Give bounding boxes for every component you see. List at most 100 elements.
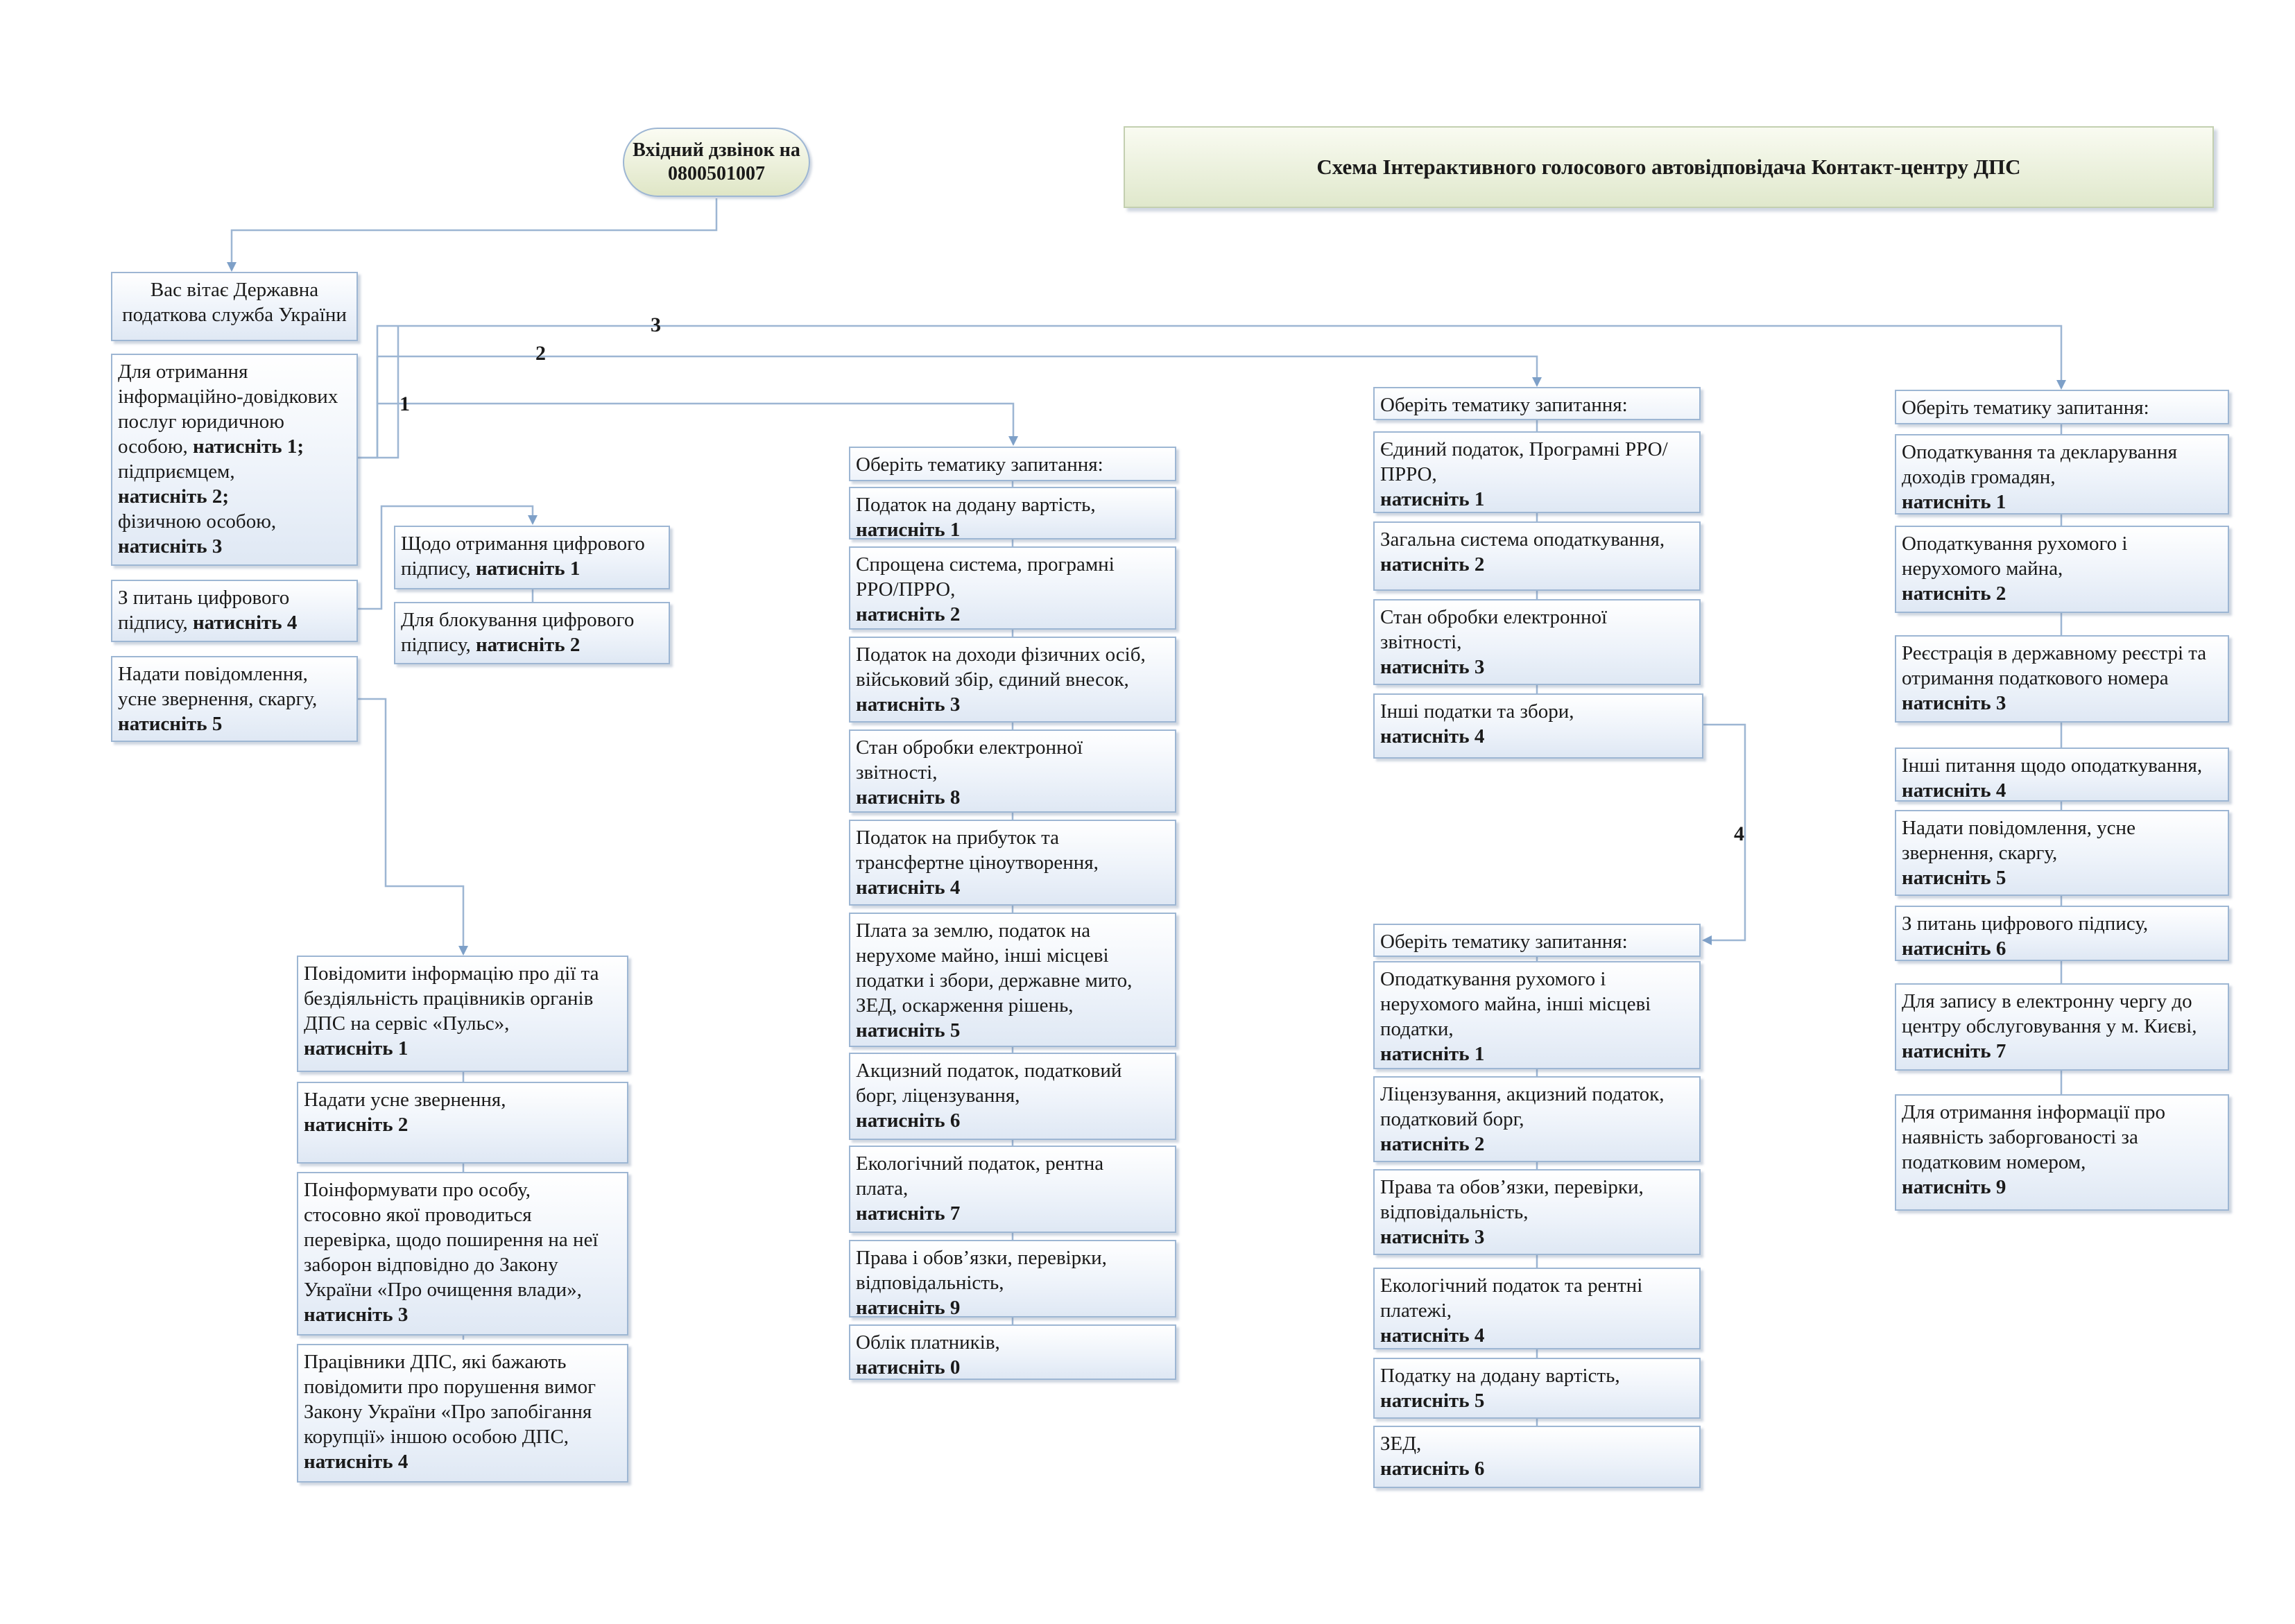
branch-number-4: 4 [1734,822,1744,845]
entrepreneur-option-2: Загальна система оподаткування, натисніт… [1373,521,1701,591]
menu-press: натисніть 7 [1902,1040,2006,1062]
menu-line: Податок на доходи фізичних осіб, [856,643,1146,666]
menu-press: натисніть 3 [1380,1226,1485,1248]
menu-press: натисніть 2 [1902,582,2006,605]
entrepreneur-other-option-5: Податку на додану вартість, натисніть 5 [1373,1358,1701,1419]
individual-option-2: Оподаткування рухомого і нерухомого майн… [1895,526,2229,613]
entrepreneur-option-4: Інші податки та збори, натисніть 4 [1373,693,1703,759]
menu-line: Надати усне звернення, [304,1089,506,1111]
welcome-box: Вас вітає Державна податкова служба Укра… [111,272,358,341]
menu-press: натисніть 1 [1380,1043,1485,1065]
header-text: Оберіть тематику запитання: [1380,394,1628,416]
legal-option-5: Плата за землю, податок на нерухоме майн… [849,913,1176,1047]
main-menu-press-1: натисніть 1; [193,435,304,458]
menu-press: натисніть 6 [1380,1458,1485,1480]
menu-line: доходів громадян, [1902,466,2056,488]
menu-line: Щодо отримання цифрового [401,533,645,555]
menu-press: натисніть 1 [1902,491,2006,513]
menu-line: податки і збори, державне мито, [856,969,1133,992]
menu-line: заборон відповідно до Закону [304,1254,558,1276]
connector-branch-2 [376,355,1542,404]
menu-line: Оподаткування рухомого і [1902,533,2128,555]
welcome-text: Вас вітає Державна податкова служба Укра… [122,279,347,326]
legal-option-0: Облік платників, натисніть 0 [849,1324,1176,1380]
entrepreneur-topics-header: Оберіть тематику запитання: [1373,387,1701,420]
menu-line: нерухомого майна, інші місцеві [1380,993,1651,1015]
entrepreneur-other-option-4: Екологічний податок та рентні платежі, н… [1373,1268,1701,1349]
menu-line: стосовно якої проводиться [304,1204,532,1226]
menu-press: натисніть 3 [1380,656,1485,678]
menu-press: натисніть 1 [1380,488,1485,510]
menu-press: натисніть 9 [856,1297,961,1318]
menu-line: Інші податки та збори, [1380,700,1574,723]
menu-line: Стан обробки електронної [856,736,1083,759]
menu-line: ПРРО, [1380,463,1437,485]
main-menu-line: підприємцем, [118,460,235,483]
menu-line: Податку на додану вартість, [1380,1365,1620,1387]
legal-option-9: Права і обов’язки, перевірки, відповідал… [849,1240,1176,1318]
legal-option-3: Податок на доходи фізичних осіб, військо… [849,637,1176,723]
entrepreneur-option-1: Єдиний податок, Програмні РРО/ ПРРО, нат… [1373,431,1701,513]
menu-press: натисніть 2 [304,1114,409,1136]
start-node-incoming-call: Вхідний дзвінок на 0800501007 [623,128,810,197]
legal-topics-header: Оберіть тематику запитання: [849,447,1176,481]
menu-press: натисніть 1 [475,558,581,580]
menu-line: борг, ліцензування, [856,1085,1020,1107]
menu-press: натисніть 3 [1902,692,2006,714]
menu-press: натисніть 5 [1380,1390,1485,1412]
menu-press: натисніть 2 [1380,553,1485,576]
menu-line: підпису, [118,612,188,634]
menu-line: Для запису в електронну чергу до [1902,990,2192,1012]
menu-line: трансфертне ціноутворення, [856,852,1099,874]
menu-press: натисніть 6 [1902,938,2006,960]
menu-press: натисніть 9 [1902,1176,2006,1198]
menu-line: З питань цифрового [118,587,290,609]
individual-topics-header: Оберіть тематику запитання: [1895,390,2229,424]
main-menu-line: послуг юридичною [118,411,284,433]
legal-option-1: Податок на додану вартість, натисніть 1 [849,487,1176,539]
menu-press: натисніть 3 [304,1304,409,1326]
legal-option-4: Податок на прибуток та трансфертне ціноу… [849,820,1176,906]
menu-line: нерухомого майна, [1902,558,2063,580]
main-menu-press-3: натисніть 3 [118,535,223,558]
menu-line: податковий борг, [1380,1108,1524,1130]
menu-line: Реєстрація в державному реєстрі та [1902,642,2207,664]
menu-line: підпису, [401,634,471,656]
menu-line: Працівники ДПС, які бажають [304,1351,567,1373]
menu-line: звітності, [856,761,938,784]
header-text: Оберіть тематику запитання: [1902,397,2149,419]
menu-line: Плата за землю, податок на [856,919,1091,942]
menu-line: підпису, [401,558,471,580]
menu-press: натисніть 5 [118,713,223,735]
main-menu-digital-signature: З питань цифрового підпису, натисніть 4 [111,580,358,642]
individual-option-9: Для отримання інформації про наявність з… [1895,1094,2229,1211]
menu-line: Екологічний податок та рентні [1380,1275,1643,1297]
menu-press: натисніть 3 [856,693,961,716]
menu-line: З питань цифрового підпису, [1902,913,2149,935]
menu-press: натисніть 4 [192,612,298,634]
menu-line: ЗЕД, оскарження рішень, [856,994,1074,1017]
menu-line: отримання податкового номера [1902,667,2169,689]
menu-line: Права та обов’язки, перевірки, [1380,1176,1644,1198]
menu-press: натисніть 0 [856,1356,961,1379]
entrepreneur-option-3: Стан обробки електронної звітності, нати… [1373,599,1701,685]
branch-number-1: 1 [399,392,410,415]
menu-line: Оподаткування та декларування [1902,441,2178,463]
menu-line: Спрощена система, програмні [856,553,1115,576]
connector-branch-3 [356,325,2066,459]
menu-line: Права і обов’язки, перевірки, [856,1247,1107,1269]
menu-press: натисніть 4 [856,876,961,899]
menu-press: натисніть 2 [1380,1133,1485,1155]
menu-line: Єдиний податок, Програмні РРО/ [1380,438,1668,460]
main-menu-line: особою, [118,435,188,458]
menu-line: усне звернення, скаргу, [118,688,318,710]
digital-signature-option-1: Щодо отримання цифрового підпису, натисн… [394,526,670,589]
connector-start-welcome [227,198,718,272]
legal-option-2: Спрощена система, програмні РРО/ПРРО, на… [849,546,1176,630]
menu-press: натисніть 4 [1902,779,2006,802]
header-text: Оберіть тематику запитання: [1380,931,1628,953]
menu-line: Акцизний податок, податковий [856,1060,1122,1082]
menu-line: Надати повідомлення, усне [1902,817,2135,839]
menu-press: натисніть 4 [1380,725,1485,748]
menu-line: Поінформувати про особу, [304,1179,531,1201]
